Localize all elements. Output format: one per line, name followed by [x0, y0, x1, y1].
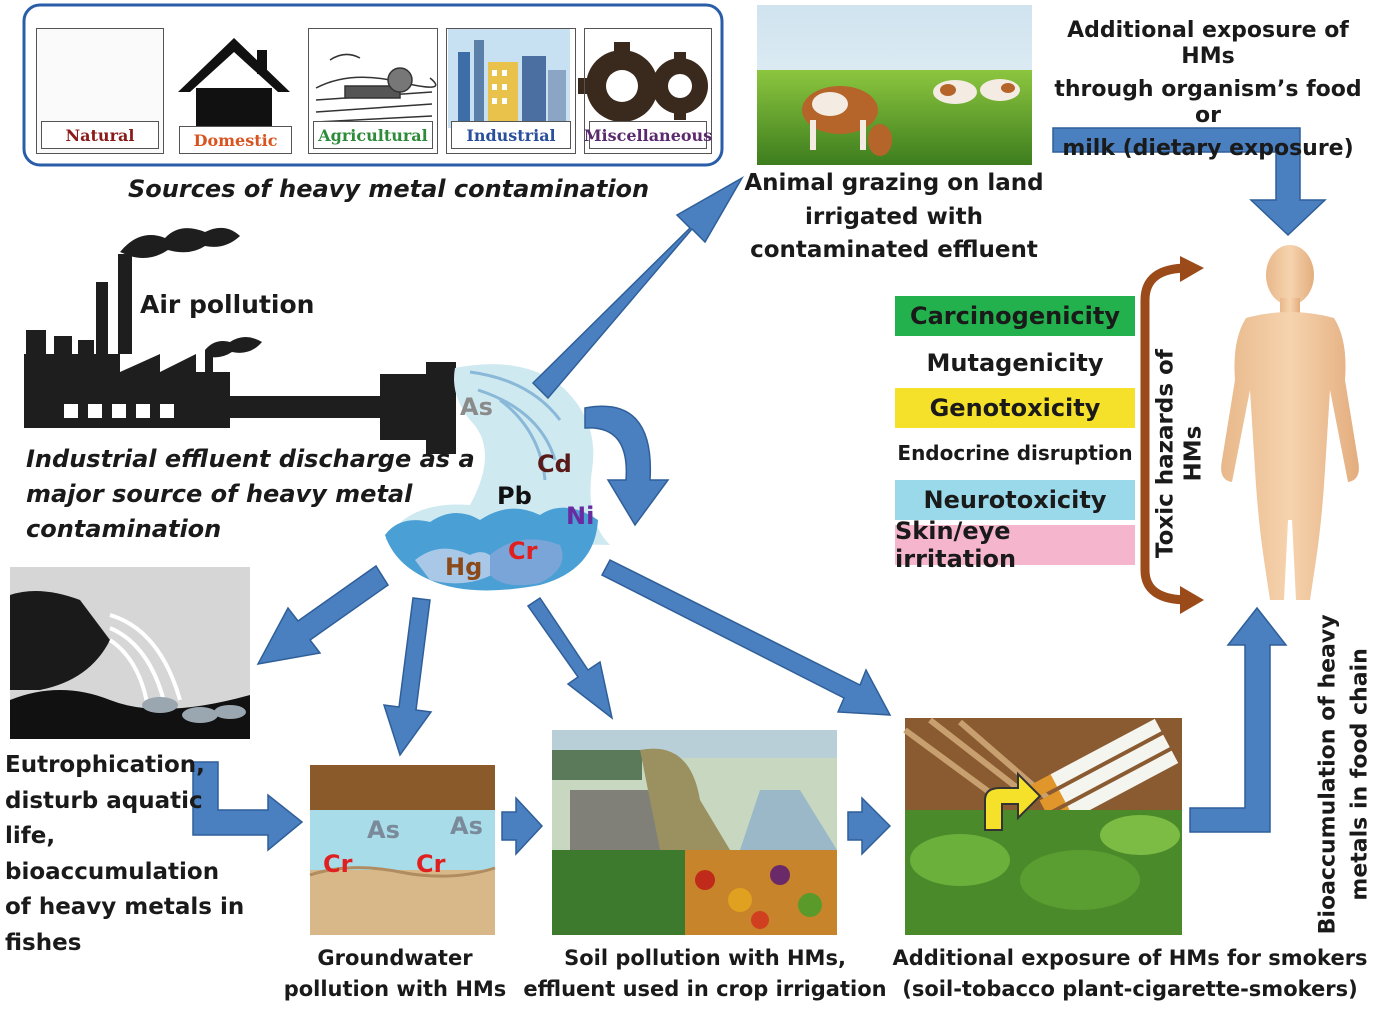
arrow-dietary-to-human	[1052, 127, 1327, 237]
air-pollution-label: Air pollution	[140, 290, 315, 319]
source-industrial-text: Industrial	[466, 125, 556, 145]
industrial-buildings-icon	[448, 28, 570, 128]
smokers-line-1: Additional exposure of HMs for smokers	[892, 946, 1368, 970]
aquatic-line-4: bioaccumulation	[5, 858, 220, 885]
groundwater-line-2: pollution with HMs	[283, 977, 507, 1002]
grazing-caption: Animal grazing on land irrigated with co…	[744, 170, 1044, 265]
irrigation-crops-photo	[552, 730, 837, 935]
source-natural-text: Natural	[65, 125, 135, 145]
metal-cr: Cr	[508, 537, 538, 565]
outfall-fish-photo	[10, 567, 250, 739]
groundwater-metal-as-2: As	[450, 812, 483, 840]
hazard-endocrine-disruption: Endocrine disruption	[895, 433, 1135, 473]
effluent-line-2: major source of heavy metal	[26, 479, 413, 508]
aquatic-line-1: Eutrophication,	[5, 752, 205, 778]
human-body-icon	[1221, 245, 1359, 600]
arrow-to-grazing	[531, 175, 745, 400]
source-miscellaneous: Miscellaneous	[584, 28, 712, 154]
source-natural-label: Natural	[41, 121, 159, 149]
metal-pb: Pb	[497, 482, 532, 510]
smokers-caption: Additional exposure of HMs for smokers (…	[890, 946, 1370, 1002]
source-miscellaneous-label: Miscellaneous	[584, 121, 712, 149]
dietary-line-1: Additional exposure of HMs	[1067, 18, 1349, 70]
arrow-to-aquatic	[256, 564, 390, 666]
grazing-line-2: irrigated with	[804, 203, 983, 230]
bioaccumulation-caption: Bioaccumulation of heavy metals in food …	[1316, 604, 1375, 944]
grazing-line-1: Animal grazing on land	[744, 170, 1044, 196]
grazing-line-3: contaminated effluent	[750, 237, 1038, 264]
source-natural: Natural	[36, 28, 164, 154]
arrow-to-tobacco	[600, 559, 892, 716]
source-domestic-text: Domestic	[193, 130, 278, 150]
arrow-to-soil	[526, 596, 614, 720]
source-agricultural-text: Agricultural	[318, 125, 428, 145]
aquatic-line-5: of heavy metals in	[5, 894, 245, 921]
metal-cd: Cd	[537, 450, 572, 478]
arrow-soil-to-tobacco	[847, 796, 892, 856]
hazard-neurotoxicity: Neurotoxicity	[895, 480, 1135, 520]
hazard-skin-eye-irritation: Skin/eye irritation	[895, 517, 1135, 573]
groundwater-metal-as-1: As	[367, 816, 400, 844]
effluent-caption: Industrial effluent discharge as a major…	[26, 445, 475, 543]
arrow-curved-splash	[584, 405, 670, 527]
source-miscellaneous-text: Miscellaneous	[583, 125, 713, 145]
groundwater-metal-cr-1: Cr	[323, 850, 353, 878]
aquatic-line-6: fishes	[5, 929, 82, 956]
source-industrial-label: Industrial	[451, 121, 571, 149]
soil-caption: Soil pollution with HMs, effluent used i…	[520, 946, 890, 1002]
soil-line-1: Soil pollution with HMs,	[564, 946, 846, 970]
bioaccumulation-line-2: metals in food chain	[1348, 648, 1373, 901]
aquatic-line-3: life,	[5, 823, 56, 850]
effluent-line-3: contamination	[26, 514, 222, 543]
arrow-aquatic-to-groundwater	[192, 761, 304, 852]
source-agricultural-label: Agricultural	[313, 121, 433, 149]
smokers-line-2: (soil-tobacco plant-cigarette-smokers)	[902, 977, 1358, 1002]
bioaccumulation-line-1: Bioaccumulation of heavy	[1315, 614, 1341, 935]
groundwater-line-1: Groundwater	[317, 946, 473, 970]
house-icon	[178, 38, 290, 130]
soil-line-2: effluent used in crop irrigation	[523, 977, 887, 1002]
metal-as: As	[460, 393, 493, 421]
factory-icon	[24, 227, 456, 454]
flow-arrows	[192, 127, 1327, 856]
arrow-groundwater-to-soil	[501, 796, 544, 856]
arrow-to-groundwater	[382, 597, 433, 757]
aquatic-caption: Eutrophication, disturb aquatic life, bi…	[5, 752, 244, 958]
metal-hg: Hg	[445, 553, 483, 581]
source-domestic-label: Domestic	[179, 126, 292, 154]
hazard-carcinogenicity: Carcinogenicity	[895, 296, 1135, 336]
effluent-line-1: Industrial effluent discharge as a	[26, 445, 475, 473]
hazards-title: Toxic hazards of HMs	[1152, 349, 1206, 559]
dietary-line-3: milk (dietary exposure)	[1062, 135, 1354, 161]
farm-field-icon	[315, 53, 437, 123]
dietary-line-2: through organism’s food or	[1054, 76, 1362, 129]
source-domestic: Domestic	[173, 28, 298, 154]
source-agricultural: Agricultural	[308, 28, 438, 154]
hazard-mutagenicity: Mutagenicity	[895, 343, 1135, 383]
source-industrial: Industrial	[446, 28, 576, 154]
arrow-tobacco-to-human	[1189, 606, 1288, 833]
hazard-bracket-icon	[1140, 256, 1204, 614]
sources-caption: Sources of heavy metal contamination	[128, 175, 650, 203]
metal-ni: Ni	[566, 502, 595, 530]
aquatic-line-2: disturb aquatic	[5, 787, 203, 814]
groundwater-layers-photo	[309, 765, 496, 935]
hazard-genotoxicity: Genotoxicity	[895, 388, 1135, 428]
effluent-splash-icon	[385, 364, 610, 591]
groundwater-caption: Groundwater pollution with HMs	[270, 946, 520, 1002]
groundwater-metal-cr-2: Cr	[416, 850, 446, 878]
grazing-cows-photo	[757, 5, 1032, 165]
dietary-caption: Additional exposure of HMs through organ…	[1040, 18, 1376, 162]
tobacco-cigarette-photo	[903, 717, 1182, 935]
